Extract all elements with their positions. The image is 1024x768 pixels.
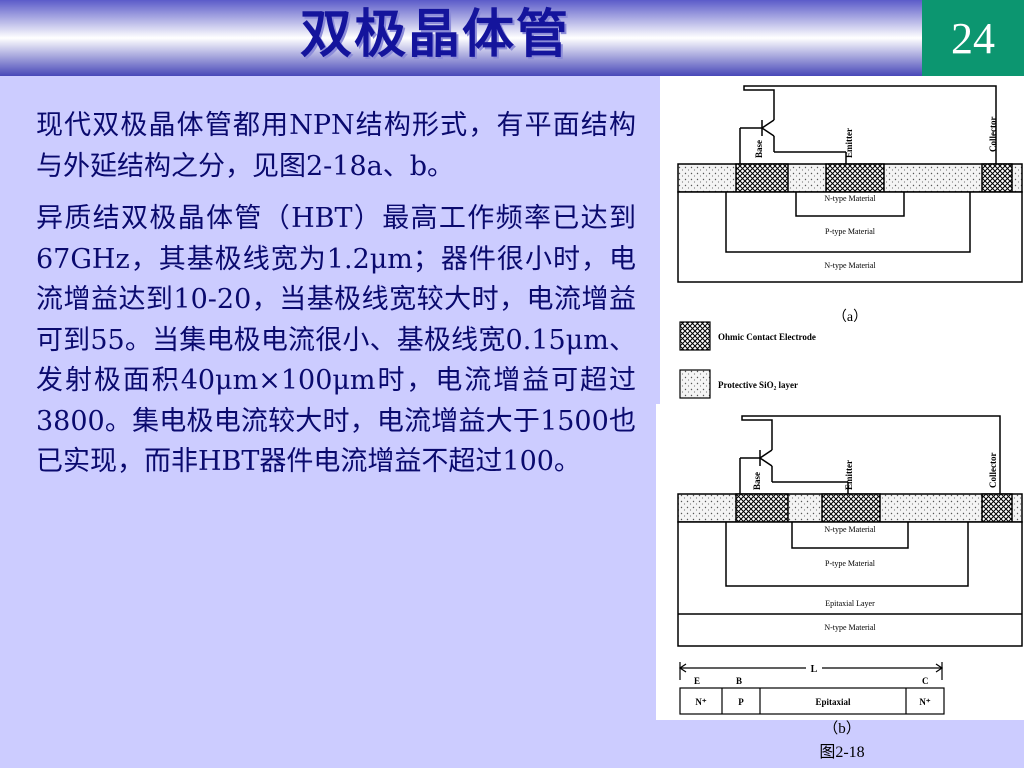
strip-cell-n-plus-right: N⁺ [919, 697, 930, 707]
strip-label-b: B [736, 676, 742, 686]
legend-ohmic: Ohmic Contact Electrode [718, 332, 816, 342]
region-label-p: P-type Material [825, 227, 876, 236]
strip-cell-p: P [738, 697, 744, 707]
base-contact [735, 163, 789, 193]
strip-cell-epitaxial: Epitaxial [815, 697, 851, 707]
substrate-b [677, 521, 1023, 647]
collector-contact-b [981, 493, 1013, 523]
terminal-emitter-b: Emitter [844, 460, 854, 490]
dimension-label: L [811, 664, 818, 675]
terminal-emitter: Emitter [844, 128, 854, 158]
figure-b: Base Emitter Collector N-type Material P… [656, 404, 1024, 720]
region-label-n-substrate: N-type Material [824, 261, 876, 270]
terminal-collector-b: Collector [988, 453, 998, 488]
figure-caption: 图2-18 [819, 744, 865, 761]
strip-cell-n-plus: N⁺ [695, 697, 706, 707]
figure-b-label: （b） [823, 721, 861, 737]
n-emitter-region-b [791, 522, 909, 549]
region-label-n-substrate-b: N-type Material [824, 623, 876, 632]
page-number: 24 [922, 0, 1024, 76]
base-contact-b [735, 493, 789, 523]
title-bar [0, 0, 922, 76]
n-emitter-region [795, 192, 905, 217]
legend-swatch-ohmic [679, 321, 711, 351]
terminal-collector: Collector [988, 117, 998, 152]
slide-title: 双极晶体管 [300, 5, 571, 65]
legend-swatch-sio2 [679, 369, 711, 399]
figure-a: Base Emitter Collector N-type Material P… [660, 76, 1024, 404]
region-label-epitaxial: Epitaxial Layer [825, 599, 875, 608]
paragraph-structures: 现代双极晶体管都用NPN结构形式，有平面结构与外延结构之分，见图2-18a、b。 [36, 110, 636, 182]
strip-box [679, 687, 945, 715]
body-text: 现代双极晶体管都用NPN结构形式，有平面结构与外延结构之分，见图2-18a、b。… [36, 106, 636, 495]
dimension-line [678, 662, 944, 680]
terminal-base: Base [754, 140, 764, 158]
p-region [725, 192, 971, 253]
legend-sio2: Protective SiO₂ layer [718, 380, 798, 390]
region-label-n-emitter-b: N-type Material [824, 525, 876, 534]
region-label-n-emitter: N-type Material [824, 194, 876, 203]
collector-contact [981, 163, 1013, 193]
transistor-symbol-b [739, 415, 1001, 494]
emitter-contact-b [821, 493, 881, 523]
paragraph-hbt: 异质结双极晶体管（HBT）最高工作频率已达到67GHz，其基极线宽为1.2μm；… [36, 203, 636, 477]
figure-b-diagram: Base Emitter Collector N-type Material P… [677, 415, 1023, 715]
transistor-symbol [739, 85, 997, 164]
figure-a-label: （a） [833, 309, 867, 325]
strip-label-c: C [922, 676, 929, 686]
terminal-base-b: Base [752, 472, 762, 490]
emitter-contact [825, 163, 885, 193]
substrate [677, 191, 1023, 283]
p-region-b [725, 522, 969, 587]
figure-a-diagram: Base Emitter Collector N-type Material P… [677, 85, 1023, 399]
strip-label-e: E [694, 676, 700, 686]
region-label-p-b: P-type Material [825, 559, 876, 568]
